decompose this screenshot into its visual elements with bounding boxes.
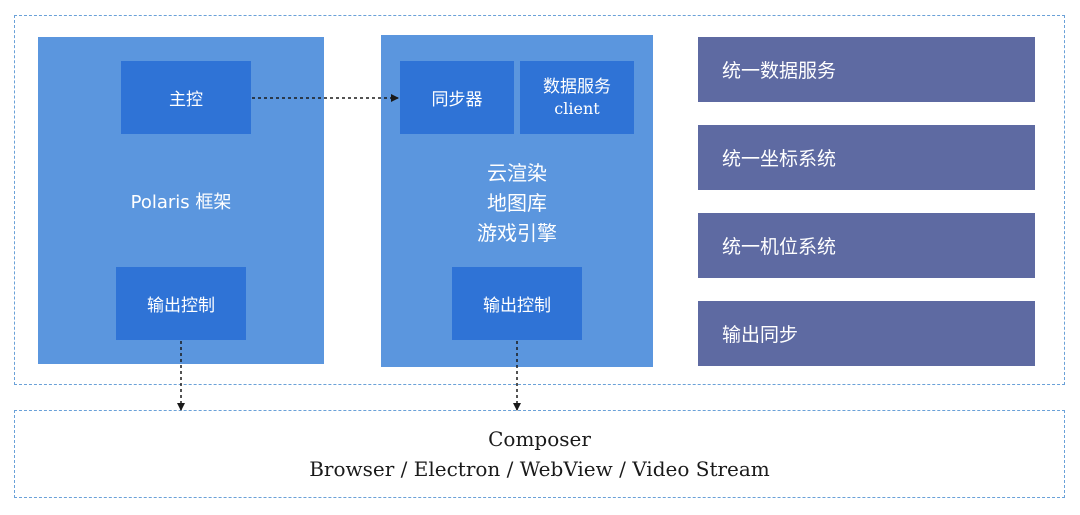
engine-list: 云渲染 地图库 游戏引擎 bbox=[381, 158, 653, 248]
composer-box: Composer Browser / Electron / WebView / … bbox=[14, 410, 1065, 498]
system-boundary bbox=[14, 15, 1065, 385]
left-output-control-label: 输出控制 bbox=[147, 296, 215, 316]
data-service-client-label-1: 数据服务 bbox=[543, 76, 611, 97]
composer-title: Composer bbox=[488, 427, 591, 451]
engine-map-library: 地图库 bbox=[487, 191, 547, 215]
middle-output-control-box: 输出控制 bbox=[452, 267, 582, 340]
unified-data-service-label: 统一数据服务 bbox=[722, 60, 837, 82]
synchronizer-box: 同步器 bbox=[400, 61, 514, 134]
data-service-client-box: 数据服务 client bbox=[520, 61, 634, 134]
unified-camera-system-label: 统一机位系统 bbox=[722, 236, 837, 258]
unified-data-service-box: 统一数据服务 bbox=[698, 37, 1035, 102]
output-sync-label: 输出同步 bbox=[722, 324, 799, 346]
engine-game-engine: 游戏引擎 bbox=[477, 221, 557, 245]
data-service-client-label-2: client bbox=[554, 98, 600, 118]
middle-output-control-label: 输出控制 bbox=[483, 296, 551, 316]
unified-coordinate-system-label: 统一坐标系统 bbox=[722, 148, 837, 170]
composer-targets: Browser / Electron / WebView / Video Str… bbox=[309, 457, 770, 481]
output-sync-box: 输出同步 bbox=[698, 301, 1035, 366]
master-control-label: 主控 bbox=[169, 90, 203, 110]
master-control-box: 主控 bbox=[121, 61, 251, 134]
polaris-title: Polaris 框架 bbox=[130, 192, 232, 213]
left-output-control-box: 输出控制 bbox=[116, 267, 246, 340]
synchronizer-label: 同步器 bbox=[431, 90, 483, 110]
unified-camera-system-box: 统一机位系统 bbox=[698, 213, 1035, 278]
engine-cloud-render: 云渲染 bbox=[487, 161, 547, 185]
unified-coordinate-system-box: 统一坐标系统 bbox=[698, 125, 1035, 190]
